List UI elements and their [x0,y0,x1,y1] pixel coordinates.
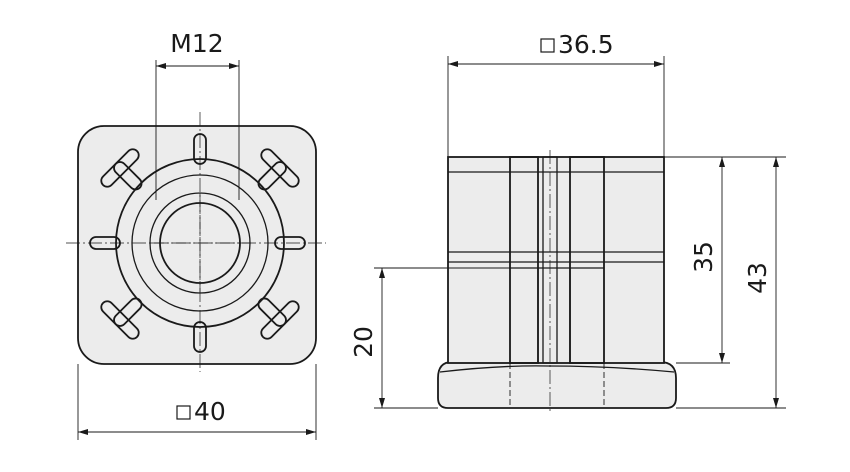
square-symbol-icon [540,38,555,53]
square-symbol-icon [176,405,191,420]
front-view [66,112,326,372]
dimension-label-20: 20 [349,326,378,358]
side-insert-body [447,156,665,364]
dimension-43: 43 [664,156,786,409]
rib-bottom [193,321,207,353]
dimension-square-36-5: 36.5 [447,30,665,157]
boss-outer-circle [115,158,285,328]
rib-left [89,236,121,250]
dimension-m12: M12 [155,29,240,200]
dimension-label-40: 40 [194,397,226,426]
side-view [437,150,677,412]
rib-corner-bottom-left [100,297,143,340]
rib-corner-top-left [100,148,143,191]
dimension-label-43: 43 [743,262,772,294]
side-slot-left [509,156,539,364]
rib-top [193,133,207,165]
side-base-cap [437,361,677,409]
dimension-35: 35 [664,156,730,364]
rib-right [274,236,306,250]
dimension-20: 20 [349,267,510,409]
dimension-label-35: 35 [689,241,718,273]
dimension-label-36-5: 36.5 [558,30,614,59]
dimension-square-40: 40 [77,364,317,440]
boss-inner-circle [131,174,269,312]
rib-corner-top-right [257,148,300,191]
dimension-label-m12: M12 [170,29,223,58]
side-slot-right [569,156,605,364]
